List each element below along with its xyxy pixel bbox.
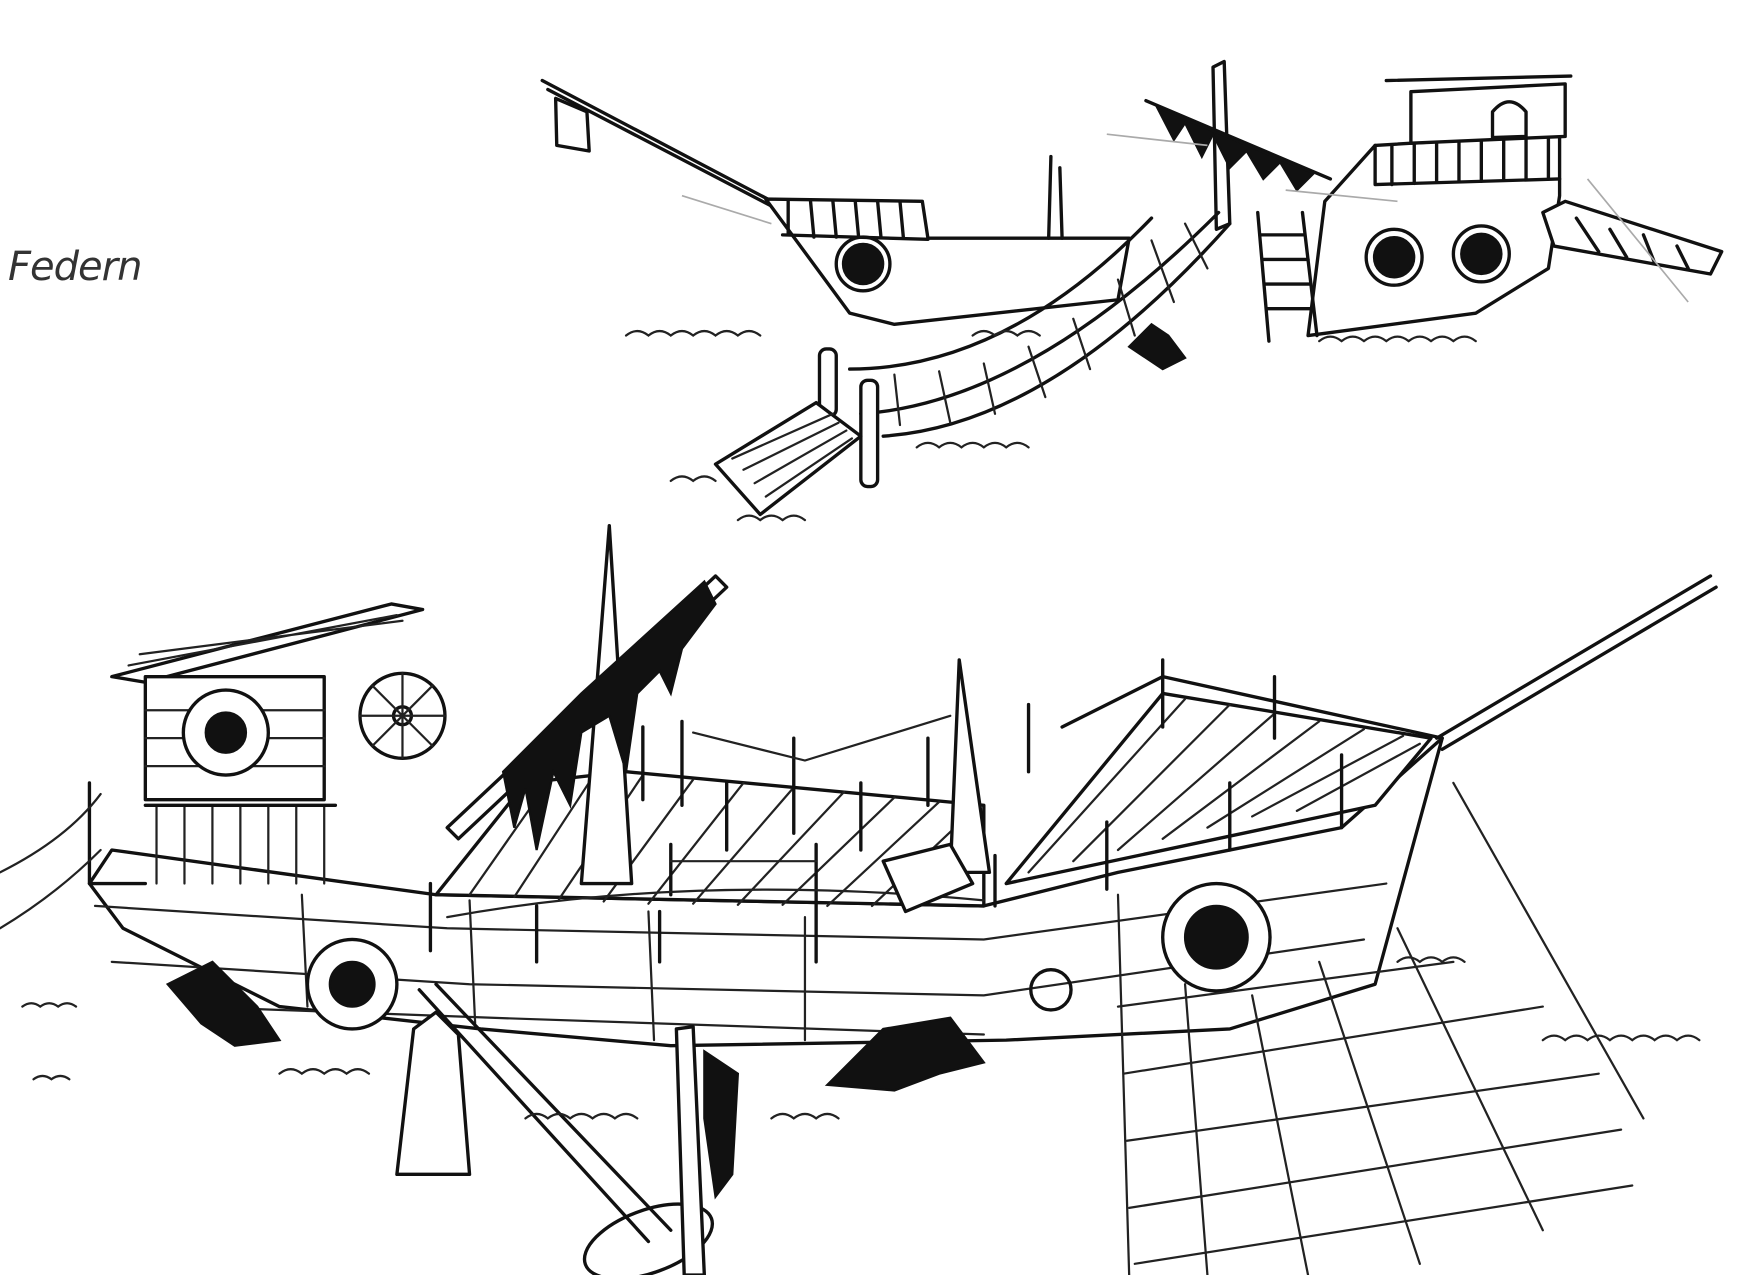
flag <box>553 96 591 153</box>
upper-shipwreck <box>540 59 1724 522</box>
handwritten-label: Federn <box>8 244 142 290</box>
porthole <box>841 242 885 286</box>
lower-shipwreck <box>0 523 1718 1275</box>
